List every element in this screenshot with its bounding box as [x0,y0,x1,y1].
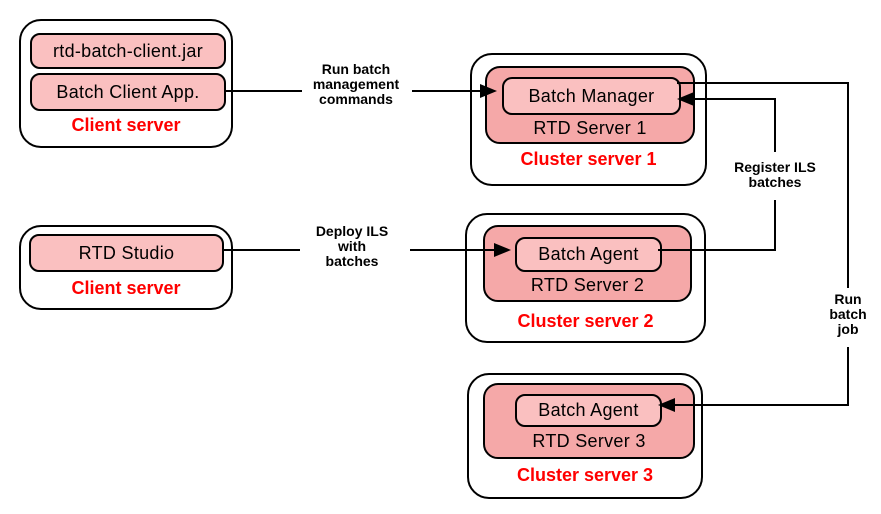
arrow-register-ils-line-bottom [658,249,776,251]
rtd-server-3-container: Batch Agent RTD Server 3 [483,383,695,459]
rtd-server-2-container: Batch Agent RTD Server 2 [483,225,692,302]
arrowhead-left-icon [658,398,675,412]
arrowhead-right-icon [480,84,497,98]
cluster-server-3-title: Cluster server 3 [516,465,654,485]
arrow-deploy-ils-line-right [410,249,495,251]
arrow-deploy-ils-label: Deploy ILS with batches [297,224,407,269]
cluster-server-2-title: Cluster server 2 [517,311,654,331]
cluster-server-2-container: Batch Agent RTD Server 2 Cluster server … [465,213,706,343]
rtd-server-3-label: RTD Server 3 [532,431,646,451]
arrow-label-line: commands [319,91,393,107]
batch-agent-3-box: Batch Agent [515,394,662,427]
cluster-server-1-container: Batch Manager RTD Server 1 Cluster serve… [470,53,707,186]
rtd-studio-label: RTD Studio [78,242,175,263]
batch-agent-3-label: Batch Agent [538,400,639,420]
rtd-server-1-label: RTD Server 1 [533,118,647,138]
arrow-label-line: job [837,321,859,337]
arrow-run-batch-job-line-vertical-lower [847,347,849,406]
arrow-label-line: with [338,238,366,254]
arrow-run-batch-commands-line-left [224,90,302,92]
arrow-register-ils-line-vertical-upper [774,100,776,152]
arrow-register-ils-line-top [692,98,776,100]
batch-agent-2-box: Batch Agent [515,237,662,272]
arrow-label-line: Deploy ILS [315,223,389,239]
client-server-2-container: RTD Studio Client server [19,225,233,310]
arrow-run-batch-commands-label: Run batch management commands [296,62,416,107]
arrow-label-line: batch [829,306,867,322]
arrow-run-batch-job-line-vertical-upper [847,82,849,288]
batch-manager-box: Batch Manager [502,77,681,115]
rtd-server-2-label: RTD Server 2 [530,275,645,295]
arrow-run-batch-job-line-bottom [673,404,849,406]
batch-agent-2-label: Batch Agent [538,244,639,264]
rtd-studio-box: RTD Studio [29,234,224,272]
batch-client-app-label: Batch Client App. [56,81,200,102]
client-server-1-title: Client server [71,115,181,135]
arrow-label-line: Register ILS [734,159,816,175]
cluster-server-1-title: Cluster server 1 [520,149,657,169]
arrow-label-line: Run [834,291,862,307]
arrow-run-batch-job-line-top [677,82,849,84]
arrow-register-ils-label: Register ILS batches [715,160,835,190]
arrow-label-line: Run batch [321,61,391,77]
client-server-1-container: rtd-batch-client.jar Batch Client App. C… [19,19,233,148]
arrow-run-batch-job-label: Run batch job [813,292,881,337]
arrow-register-ils-line-vertical-lower [774,200,776,251]
rtd-server-1-container: Batch Manager RTD Server 1 [485,66,695,144]
arrowhead-right-icon [494,243,511,257]
arrow-run-batch-commands-line-right [412,90,480,92]
client-server-2-title: Client server [71,278,181,298]
arrowhead-left-icon [677,92,694,106]
arrow-label-line: batches [325,253,379,269]
batch-client-app-box: Batch Client App. [30,73,226,111]
rtd-batch-client-jar-label: rtd-batch-client.jar [52,40,204,61]
rtd-batch-client-jar-box: rtd-batch-client.jar [30,33,226,69]
cluster-server-3-container: Batch Agent RTD Server 3 Cluster server … [467,373,703,499]
batch-manager-label: Batch Manager [528,85,655,106]
arrow-deploy-ils-line-left [222,249,300,251]
arrow-label-line: management [312,76,400,92]
arrow-label-line: batches [748,174,802,190]
